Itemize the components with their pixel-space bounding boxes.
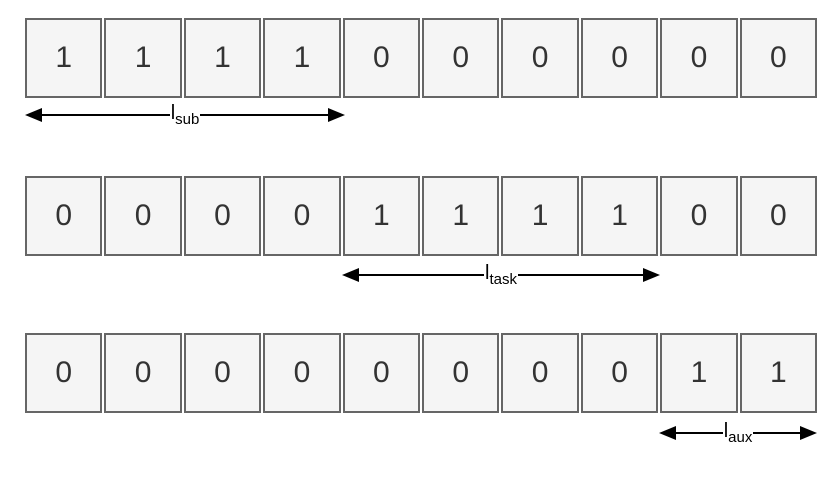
bit-cell: 0 bbox=[263, 333, 341, 413]
arrowhead-right-icon bbox=[643, 268, 660, 282]
bit-cell: 1 bbox=[183, 18, 262, 98]
span-arrow-task: ltask bbox=[342, 263, 660, 287]
span-label-aux: laux bbox=[723, 421, 754, 445]
arrowhead-left-icon bbox=[25, 108, 42, 122]
bit-cell: 0 bbox=[25, 333, 103, 413]
bit-cell: 0 bbox=[25, 176, 103, 256]
span-label-sub: lsub bbox=[170, 103, 201, 127]
bit-cell: 0 bbox=[580, 18, 659, 98]
bit-cell: 0 bbox=[422, 333, 500, 413]
span-label-subscript: task bbox=[489, 271, 517, 288]
bit-cell: 0 bbox=[104, 333, 182, 413]
bit-cell: 0 bbox=[501, 333, 579, 413]
arrowhead-left-icon bbox=[659, 426, 676, 440]
bit-cell: 0 bbox=[739, 18, 818, 98]
bit-cell: 0 bbox=[263, 176, 341, 256]
bit-cell: 0 bbox=[739, 176, 818, 256]
bit-cell: 1 bbox=[104, 18, 182, 98]
bit-cell: 1 bbox=[501, 176, 579, 256]
bit-row-aux: 0 0 0 0 0 0 0 0 1 1 bbox=[25, 333, 818, 413]
arrow-shaft bbox=[200, 114, 329, 116]
bit-cell: 0 bbox=[580, 333, 659, 413]
span-arrow-aux: laux bbox=[659, 421, 818, 445]
span-label-subscript: sub bbox=[175, 111, 200, 128]
arrowhead-left-icon bbox=[342, 268, 359, 282]
arrow-shaft bbox=[517, 274, 643, 276]
bit-cell: 1 bbox=[580, 176, 659, 256]
bit-cell: 1 bbox=[342, 176, 421, 256]
arrow-shaft bbox=[42, 114, 170, 116]
bit-row-sub: 1 1 1 1 0 0 0 0 0 0 bbox=[25, 18, 818, 98]
bit-cell: 1 bbox=[660, 333, 738, 413]
bit-cell: 0 bbox=[342, 333, 421, 413]
arrow-shaft bbox=[753, 432, 801, 434]
span-label-base: l bbox=[170, 102, 176, 124]
span-arrow-sub: lsub bbox=[25, 103, 346, 127]
bit-cell: 0 bbox=[183, 333, 262, 413]
arrow-shaft bbox=[359, 274, 485, 276]
bit-cell: 1 bbox=[739, 333, 818, 413]
arrowhead-right-icon bbox=[800, 426, 818, 440]
bit-cell: 1 bbox=[263, 18, 341, 98]
bit-cell: 0 bbox=[342, 18, 421, 98]
bit-cell: 0 bbox=[183, 176, 262, 256]
bit-cell: 1 bbox=[25, 18, 103, 98]
bit-cell: 0 bbox=[104, 176, 182, 256]
arrow-shaft bbox=[676, 432, 723, 434]
bit-cell: 0 bbox=[501, 18, 579, 98]
arrowhead-right-icon bbox=[328, 108, 346, 122]
span-label-task: ltask bbox=[484, 263, 518, 287]
bit-cell: 0 bbox=[660, 18, 738, 98]
span-label-subscript: aux bbox=[728, 429, 753, 446]
bit-row-task: 0 0 0 0 1 1 1 1 0 0 bbox=[25, 176, 818, 256]
span-label-base: l bbox=[485, 262, 490, 284]
span-label-base: l bbox=[723, 420, 729, 442]
bit-cell: 1 bbox=[422, 176, 500, 256]
bit-cell: 0 bbox=[422, 18, 500, 98]
bit-cell: 0 bbox=[660, 176, 738, 256]
